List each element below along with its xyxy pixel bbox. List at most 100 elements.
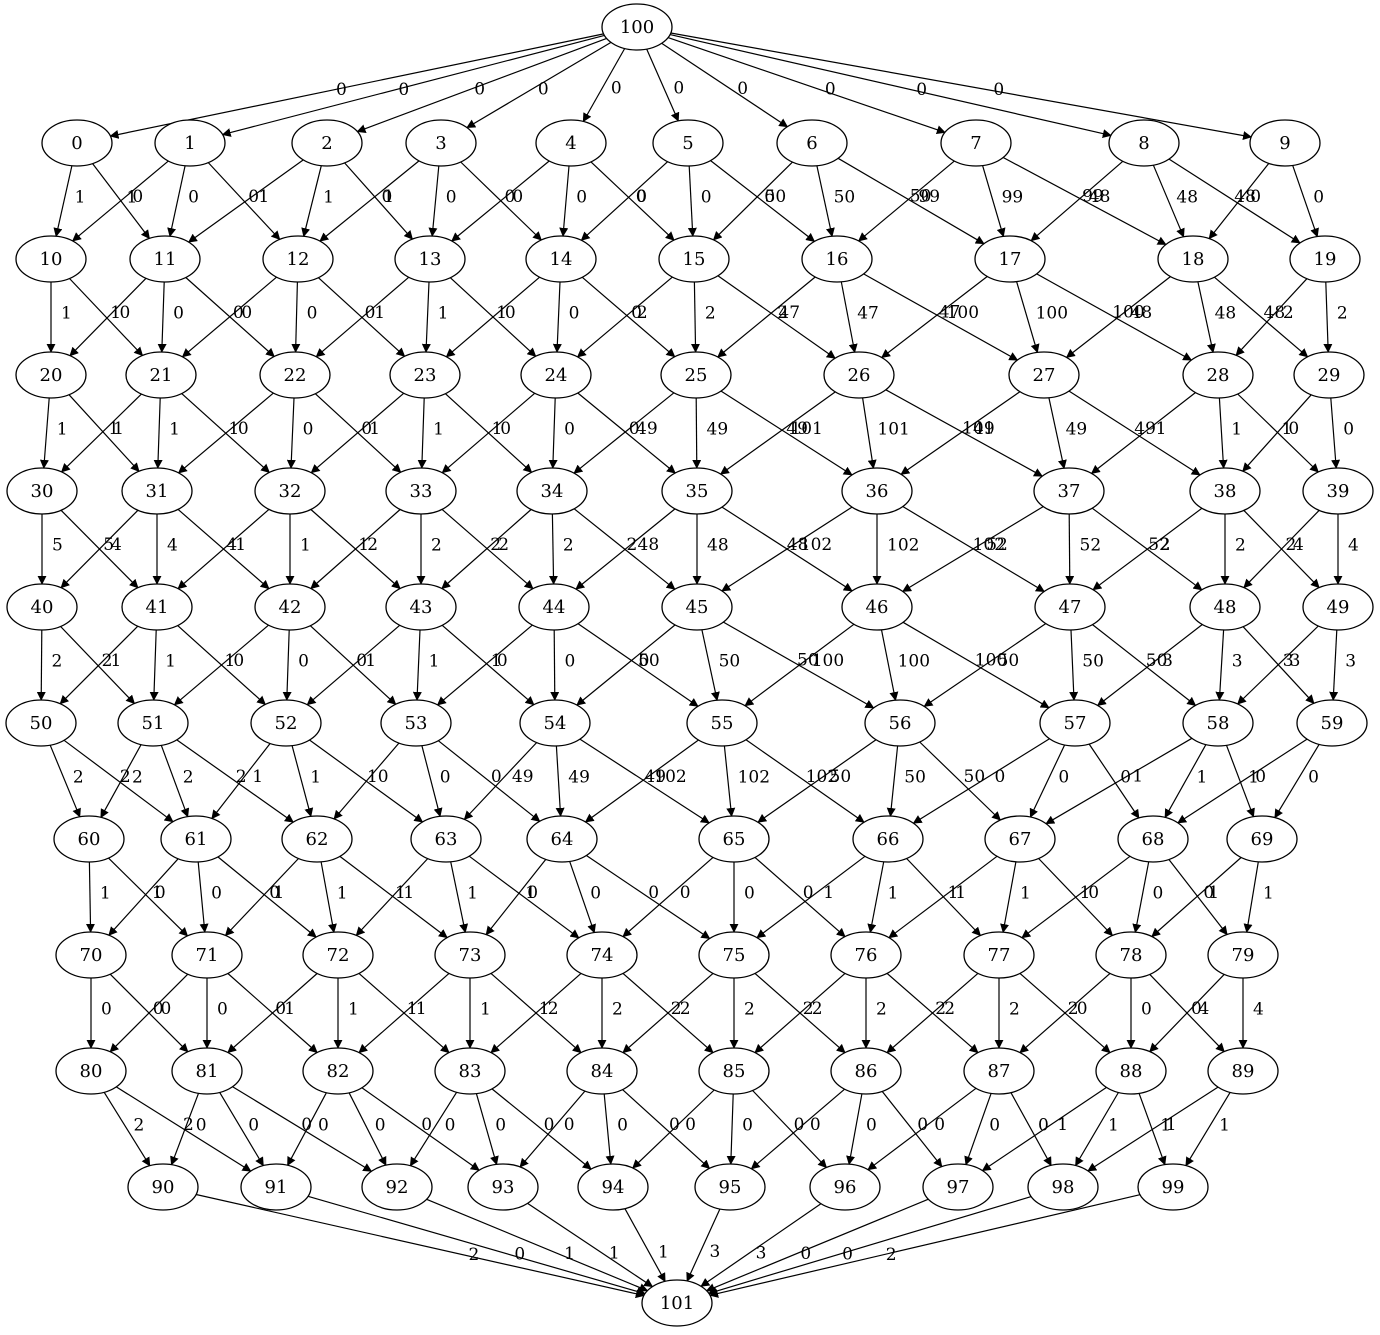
edge-90-101: 2 bbox=[195, 1193, 645, 1299]
node-48: 48 bbox=[1189, 583, 1261, 631]
node-ellipse bbox=[864, 699, 936, 747]
edge-line bbox=[902, 621, 1050, 709]
edge-weight-label: 48 bbox=[787, 535, 809, 555]
node-ellipse bbox=[127, 1163, 199, 1211]
edge-weight-label: 2 bbox=[777, 303, 788, 323]
node-label: 54 bbox=[544, 713, 567, 734]
edge-weight-label: 50 bbox=[904, 768, 926, 788]
edge-line bbox=[577, 392, 676, 474]
edge-weight-label: 2 bbox=[680, 999, 691, 1019]
edge-8-18: 48 bbox=[1152, 164, 1198, 238]
edge-75-84: 2 bbox=[622, 972, 714, 1054]
edge-line bbox=[339, 855, 448, 939]
node-label: 36 bbox=[866, 481, 889, 502]
edge-5-15: 0 bbox=[687, 165, 712, 237]
node-label: 72 bbox=[327, 945, 350, 966]
edge-line bbox=[816, 165, 835, 238]
edge-line bbox=[692, 397, 702, 469]
edge-line bbox=[1243, 509, 1320, 589]
edge-87-96: 0 bbox=[867, 1087, 977, 1171]
edge-20-30: 1 bbox=[39, 397, 68, 469]
edge-line bbox=[707, 1196, 1032, 1296]
edge-weight-label: 0 bbox=[248, 1115, 259, 1135]
node-label: 25 bbox=[685, 365, 708, 386]
edge-weight-label: 0 bbox=[934, 1115, 945, 1135]
edge-56-66: 50 bbox=[886, 745, 926, 817]
edge-75-85: 2 bbox=[729, 978, 755, 1049]
node-ellipse bbox=[694, 1163, 766, 1211]
node-38: 38 bbox=[1189, 467, 1261, 515]
edge-line bbox=[426, 1198, 649, 1292]
edge-58-69: 1 bbox=[1225, 745, 1259, 818]
node-ellipse bbox=[1296, 699, 1368, 747]
node-ellipse bbox=[661, 467, 733, 515]
node-label: 63 bbox=[435, 829, 458, 850]
node-label: 77 bbox=[988, 945, 1011, 966]
edge-weight-label: 1 bbox=[229, 419, 240, 439]
edge-line bbox=[68, 394, 140, 472]
edge-51-61: 2 bbox=[160, 745, 194, 818]
edge-15-26: 2 bbox=[717, 275, 836, 359]
edge-weight-label: 0 bbox=[500, 419, 511, 439]
edge-weight-label: 49 bbox=[568, 768, 590, 788]
edge-weight-label: 0 bbox=[301, 1115, 312, 1135]
edge-1-10: 0 bbox=[72, 160, 169, 242]
node-label: 0 bbox=[71, 133, 82, 154]
edge-line bbox=[232, 1086, 373, 1172]
edge-weight-label: 2 bbox=[52, 652, 63, 672]
node-ellipse bbox=[984, 815, 1056, 863]
node-ellipse bbox=[434, 1047, 506, 1095]
edge-line bbox=[569, 861, 596, 934]
edge-82-92: 0 bbox=[348, 1092, 387, 1167]
edge-19-28: 2 bbox=[1235, 278, 1308, 356]
edge-weight-label: 4 bbox=[167, 536, 178, 556]
edge-61-71: 0 bbox=[197, 861, 222, 933]
node-ellipse bbox=[520, 351, 592, 399]
node-label: 48 bbox=[1214, 597, 1237, 618]
node-label: 57 bbox=[1064, 713, 1087, 734]
node-29: 29 bbox=[1293, 351, 1365, 399]
edge-line bbox=[886, 745, 899, 817]
node-label: 32 bbox=[279, 481, 302, 502]
node-ellipse bbox=[1249, 119, 1321, 167]
edge-52-62: 1 bbox=[291, 745, 321, 818]
edge-97-101: 0 bbox=[705, 1198, 929, 1292]
edge-line bbox=[837, 157, 985, 245]
edge-line bbox=[291, 745, 314, 818]
edge-26-36: 101 bbox=[862, 397, 910, 469]
edge-95-101: 3 bbox=[686, 1208, 721, 1282]
node-ellipse bbox=[1027, 1163, 1099, 1211]
node-24: 24 bbox=[520, 351, 592, 399]
node-14: 14 bbox=[525, 235, 597, 283]
node-57: 57 bbox=[1039, 699, 1111, 747]
node-58: 58 bbox=[1182, 699, 1254, 747]
edge-line bbox=[885, 389, 1043, 477]
edge-65-76: 0 bbox=[754, 856, 846, 938]
edge-line bbox=[115, 1086, 252, 1172]
edge-weight-label: 1 bbox=[369, 419, 380, 439]
edge-weight-label: 0 bbox=[669, 1115, 680, 1135]
edge-line bbox=[1087, 1086, 1219, 1172]
edge-weight-label: 3 bbox=[1232, 652, 1243, 672]
node-ellipse bbox=[385, 583, 457, 631]
node-ellipse bbox=[5, 699, 77, 747]
edge-85-96: 0 bbox=[752, 1090, 828, 1169]
node-18: 18 bbox=[1157, 235, 1229, 283]
node-35: 35 bbox=[661, 467, 733, 515]
node-75: 75 bbox=[698, 931, 770, 979]
edge-85-94: 0 bbox=[632, 1089, 715, 1169]
edge-weight-label: 1 bbox=[169, 420, 180, 440]
edge-weight-label: 2 bbox=[886, 1245, 897, 1265]
edge-weight-label: 0 bbox=[565, 652, 576, 672]
edge-98-101: 0 bbox=[707, 1196, 1032, 1296]
node-label: 94 bbox=[602, 1177, 625, 1198]
edge-line bbox=[69, 277, 147, 357]
edge-weight-label: 0 bbox=[680, 883, 691, 903]
edge-line bbox=[581, 276, 676, 358]
edge-line bbox=[317, 277, 406, 357]
edge-43-54: 1 bbox=[441, 624, 535, 706]
edge-line bbox=[1088, 743, 1140, 819]
edge-line bbox=[436, 624, 533, 706]
edge-59-68: 0 bbox=[1177, 738, 1308, 824]
node-70: 70 bbox=[55, 931, 127, 979]
